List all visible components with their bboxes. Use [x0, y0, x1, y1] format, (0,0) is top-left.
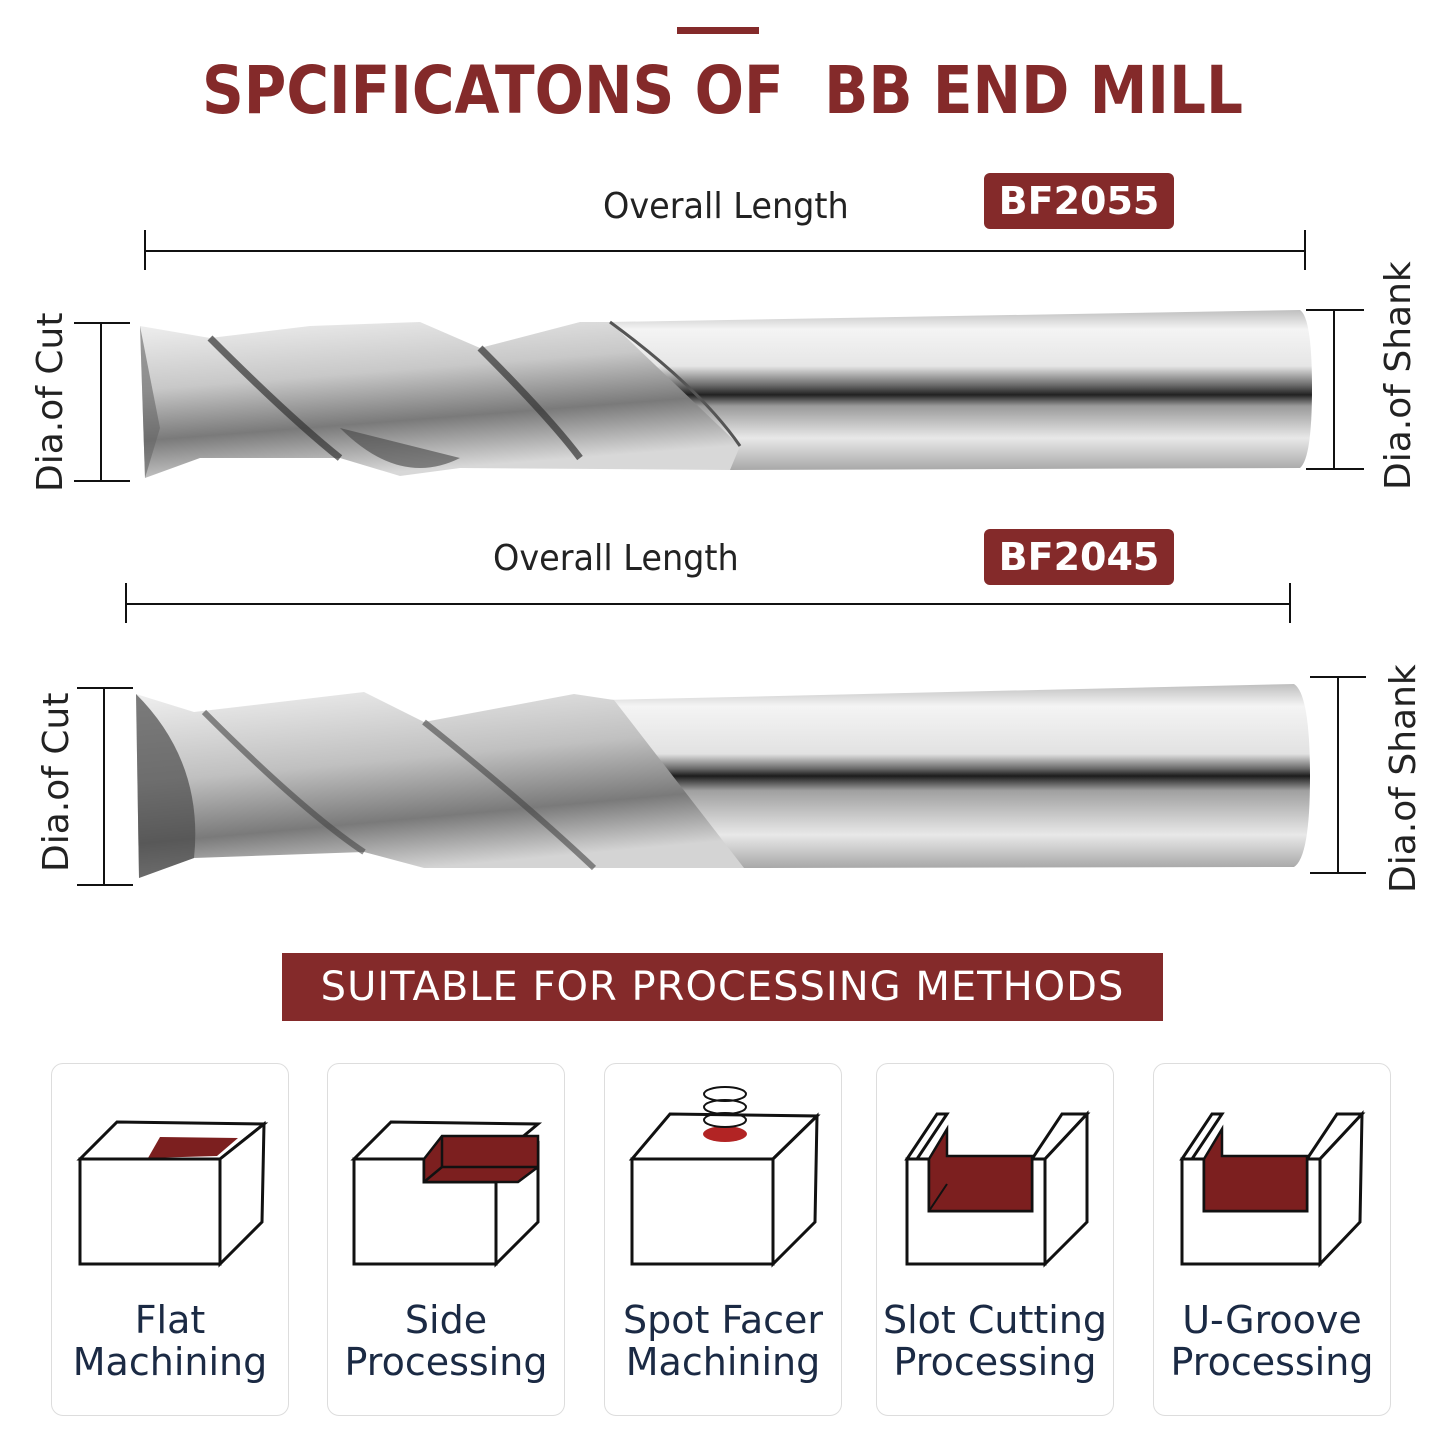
- dimension-tick: [74, 322, 130, 324]
- dia-of-cut-label: Dia.of Cut: [36, 692, 77, 872]
- dia-of-shank-label: Dia.of Shank: [1378, 261, 1419, 490]
- method-label: U-Groove Processing: [1170, 1298, 1374, 1384]
- method-label: Side Processing: [344, 1298, 548, 1384]
- overall-length-label: Overall Length: [493, 538, 739, 579]
- end-mill-image: [140, 308, 1315, 483]
- method-label: Flat Machining: [72, 1298, 268, 1384]
- side-processing-icon: [350, 1120, 543, 1268]
- processing-methods-banner: SUITABLE FOR PROCESSING METHODS: [282, 953, 1163, 1021]
- overall-length-dimension-line: [145, 250, 1306, 252]
- dia-of-cut-label: Dia.of Cut: [30, 312, 71, 492]
- slot-cutting-icon: [904, 1110, 1091, 1268]
- method-card-spot-facer-machining: Spot Facer Machining: [604, 1063, 842, 1416]
- overall-length-label: Overall Length: [603, 186, 849, 227]
- dimension-tick: [1304, 230, 1306, 270]
- dimension-tick: [1306, 468, 1364, 470]
- title-accent-bar: [677, 27, 759, 34]
- page-title: SPCIFICATONS OF BB END MILL: [201, 52, 1244, 129]
- dimension-tick: [125, 583, 127, 623]
- dimension-tick: [144, 230, 146, 270]
- dimension-tick: [74, 480, 130, 482]
- method-label: Slot Cutting Processing: [882, 1298, 1108, 1384]
- method-card-side-processing: Side Processing: [327, 1063, 565, 1416]
- dimension-tick: [77, 687, 133, 689]
- end-mill-image: [134, 682, 1314, 882]
- dia-of-cut-dimension-line: [103, 687, 105, 885]
- dia-of-shank-label: Dia.of Shank: [1383, 664, 1424, 893]
- dia-of-cut-dimension-line: [100, 322, 102, 482]
- flat-machining-icon: [76, 1120, 269, 1268]
- dimension-tick: [77, 884, 133, 886]
- dia-of-shank-dimension-line: [1337, 676, 1339, 873]
- method-card-u-groove-processing: U-Groove Processing: [1153, 1063, 1391, 1416]
- model-badge: BF2055: [984, 173, 1174, 229]
- dimension-tick: [1289, 583, 1291, 623]
- dia-of-shank-dimension-line: [1333, 309, 1335, 469]
- u-groove-icon: [1179, 1110, 1366, 1268]
- method-card-flat-machining: Flat Machining: [51, 1063, 289, 1416]
- method-label: Spot Facer Machining: [622, 1298, 824, 1384]
- model-badge: BF2045: [984, 529, 1174, 585]
- spot-facer-icon: [628, 1086, 821, 1268]
- dimension-tick: [1310, 872, 1366, 874]
- dimension-tick: [1306, 309, 1364, 311]
- method-card-slot-cutting-processing: Slot Cutting Processing: [876, 1063, 1114, 1416]
- overall-length-dimension-line: [126, 603, 1290, 605]
